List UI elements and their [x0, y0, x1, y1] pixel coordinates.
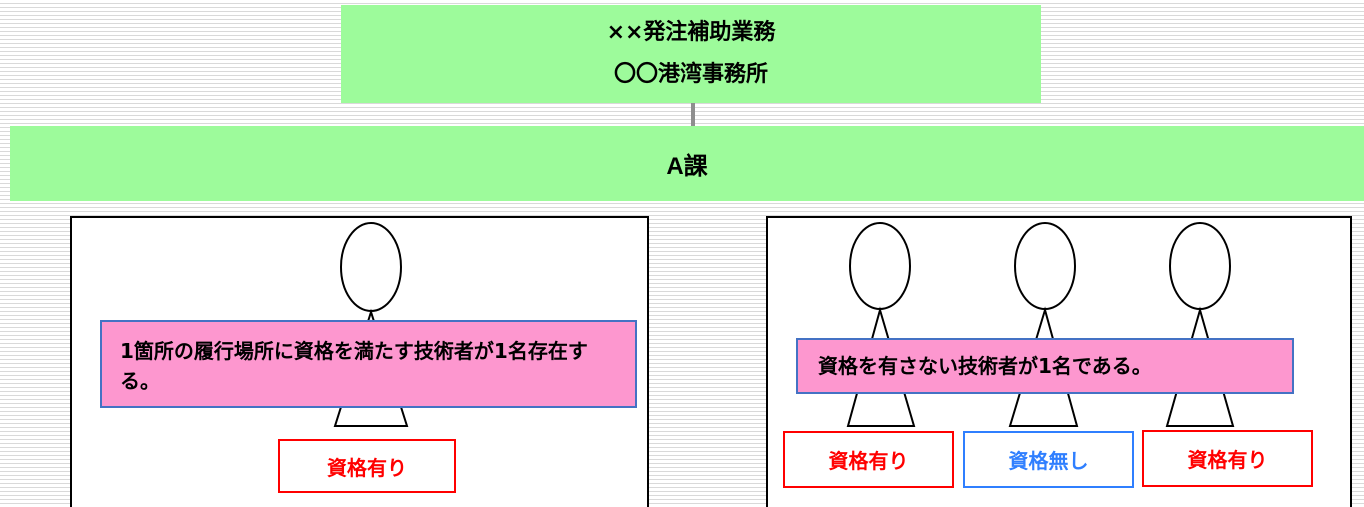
left-callout: 1箇所の履行場所に資格を満たす技術者が1名存在する。	[100, 320, 637, 408]
right-callout-text: 資格を有さない技術者が1名である。	[818, 354, 1152, 378]
tag-label: 資格無し	[1008, 449, 1089, 473]
right-callout: 資格を有さない技術者が1名である。	[796, 338, 1294, 394]
unqualified-tag: 資格無し	[963, 431, 1134, 488]
section-bar: A課	[10, 126, 1364, 201]
connector-line	[691, 103, 695, 126]
qualified-tag: 資格有り	[278, 439, 456, 493]
office-box: ××発注補助業務 〇〇港湾事務所	[341, 5, 1041, 103]
section-label: A課	[666, 153, 708, 180]
tag-label: 資格有り	[327, 455, 407, 480]
qualified-tag: 資格有り	[783, 431, 954, 488]
office-title: ××発注補助業務	[606, 20, 776, 45]
tag-label: 資格有り	[828, 449, 909, 473]
office-name: 〇〇港湾事務所	[613, 62, 768, 87]
tag-label: 資格有り	[1187, 448, 1268, 472]
left-callout-text: 1箇所の履行場所に資格を満たす技術者が1名存在する。	[120, 339, 588, 393]
qualified-tag: 資格有り	[1142, 430, 1313, 487]
